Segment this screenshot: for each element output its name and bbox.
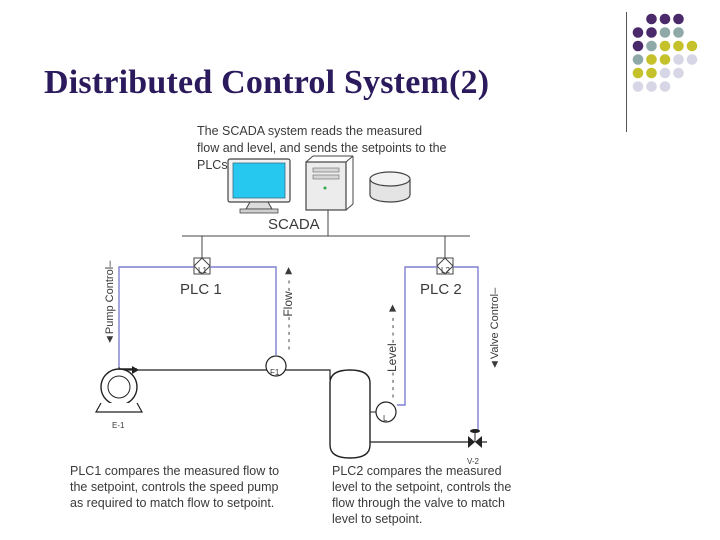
caption-left: PLC1 compares the measured flow to the s…	[70, 464, 283, 510]
decorative-dot	[646, 40, 657, 52]
decorative-dot	[686, 40, 698, 52]
decorative-dot	[673, 27, 684, 38]
caption-left-line-2: the setpoint, controls the speed pump	[70, 480, 279, 494]
decorative-dot	[673, 40, 684, 52]
signal-lines	[118, 266, 479, 432]
intro-line-2: flow and level, and sends the setpoints …	[197, 141, 447, 155]
plc1-block: L1	[193, 257, 211, 275]
database-icon	[369, 171, 411, 203]
scada-label: SCADA	[268, 216, 320, 233]
intro-line-3: PLCs	[197, 158, 228, 172]
decorative-dot-grid	[632, 13, 698, 92]
decorative-dot	[673, 13, 684, 25]
caption-right-line-2: level to the setpoint, controls the	[332, 480, 511, 494]
caption-left-line-1: PLC1 compares the measured flow to	[70, 464, 279, 478]
level-sensor-icon: L	[370, 401, 397, 423]
decorative-dot	[659, 54, 671, 65]
plc1-label: PLC 1	[180, 281, 222, 298]
flow-meter-tag: F1	[270, 368, 280, 377]
plc2-label: PLC 2	[420, 281, 462, 298]
decorative-dot	[673, 67, 684, 79]
signal-pump-control: ◄Pump Control–	[104, 260, 116, 345]
decorative-dot	[646, 67, 657, 79]
decorative-dot	[632, 81, 644, 92]
caption-left-line-3: as required to match flow to setpoint.	[70, 496, 274, 510]
plc1-tag: L1	[198, 266, 207, 275]
decorative-dot	[686, 54, 698, 65]
pump-icon	[94, 368, 144, 413]
decorative-dot	[646, 54, 657, 65]
decorative-dot	[673, 54, 684, 65]
intro-text: The SCADA system reads the measured flow…	[197, 124, 450, 172]
decorative-dot	[632, 54, 644, 65]
caption-right-line-3: flow through the valve to match	[332, 496, 505, 510]
caption-right: PLC2 compares the measured level to the …	[332, 464, 515, 526]
plc2-block: L2	[436, 257, 454, 275]
caption-right-line-4: level to setpoint.	[332, 512, 422, 526]
decorative-dot	[632, 67, 644, 79]
valve-tag: V-2	[467, 457, 480, 466]
decorative-dot	[659, 27, 671, 38]
caption-right-line-1: PLC2 compares the measured	[332, 464, 502, 478]
process-lines	[118, 367, 487, 443]
decorative-dot	[659, 13, 671, 25]
intro-line-1: The SCADA system reads the measured	[197, 124, 422, 138]
signal-valve-control: ◄Valve Control–	[489, 287, 501, 370]
signal-level: - - - -Level- - - - ►	[385, 302, 399, 398]
pump-tag: E-1	[112, 421, 125, 430]
server-icon	[305, 155, 354, 211]
decorative-dot	[659, 67, 671, 79]
valve-icon	[468, 429, 482, 448]
signal-flow: - - - - -Flow- - ►	[281, 265, 295, 350]
decorative-dot	[659, 40, 671, 52]
decorative-dot	[632, 40, 644, 52]
decorative-dot	[659, 81, 671, 92]
decorative-dot	[632, 27, 644, 38]
decorative-divider	[626, 12, 627, 132]
flow-arrow	[132, 366, 139, 374]
flow-meter-icon: F1	[265, 355, 287, 377]
slide-title: Distributed Control System(2)	[44, 64, 490, 101]
decorative-dot	[646, 81, 657, 92]
plc2-tag: L2	[441, 266, 450, 275]
decorative-dot	[646, 27, 657, 38]
tank-icon	[329, 369, 371, 459]
level-sensor-tag: L	[383, 414, 388, 423]
decorative-dot	[646, 13, 657, 25]
monitor-icon	[227, 158, 291, 214]
